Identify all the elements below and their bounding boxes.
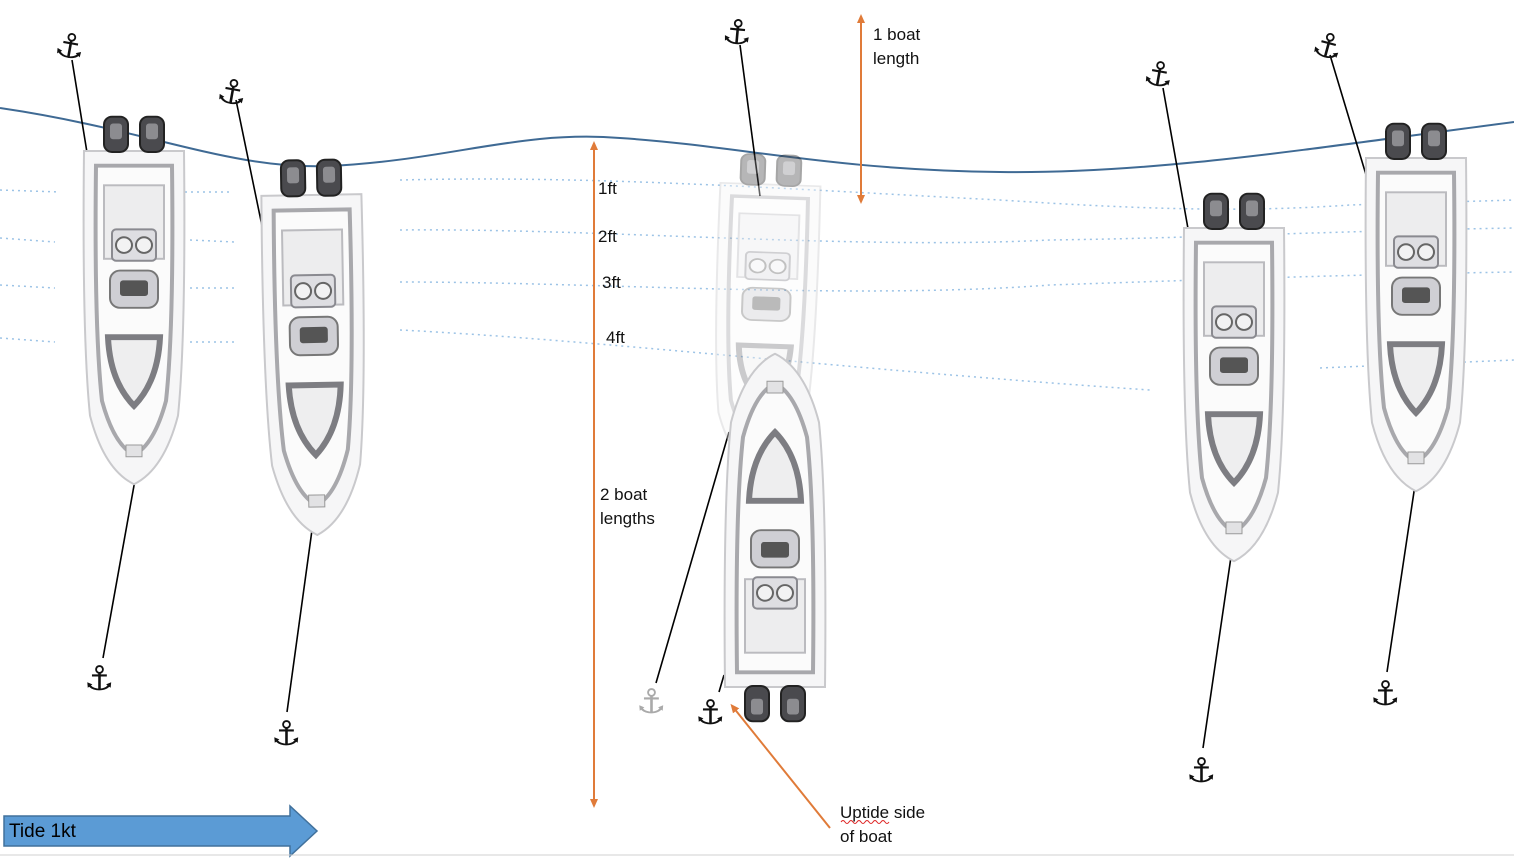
anchor-icon: ⚓ (1370, 674, 1400, 714)
anchor-icon: ⚓ (1186, 751, 1216, 791)
anchor-icon: ⚓ (271, 714, 301, 754)
depth-contours (0, 178, 1514, 391)
depth-label-2ft: 2ft (598, 227, 617, 246)
boat-4 (1184, 194, 1285, 562)
spellcheck-underline (840, 820, 890, 824)
ghost-anchor-icon: ⚓ (636, 682, 666, 722)
boat-5 (1366, 124, 1467, 492)
one-boat-length-label: 1 boat length (873, 25, 925, 68)
boat-1 (84, 117, 185, 485)
anchor-icon: ⚓ (51, 24, 88, 69)
boat-3 (725, 354, 826, 722)
depth-label-3ft: 3ft (602, 273, 621, 292)
two-boat-lengths-label: 2 boat lengths (600, 485, 655, 528)
anchor-icon: ⚓ (1140, 52, 1177, 97)
tide-label: Tide 1kt (9, 821, 77, 842)
tide-arrow: Tide 1kt (3, 804, 319, 858)
boat-2 (260, 159, 367, 536)
uptide-pointer-arrow (730, 703, 831, 829)
depth-label-1ft: 1ft (598, 179, 617, 198)
anchor-icon: ⚓ (84, 659, 114, 699)
uptide-label: Uptide side of boat (840, 803, 930, 846)
anchor-icon: ⚓ (720, 12, 754, 55)
anchor-icon: ⚓ (214, 70, 251, 115)
depth-label-4ft: 4ft (606, 328, 625, 347)
anchor-icon: ⚓ (1308, 23, 1348, 70)
anchor-icon: ⚓ (695, 693, 725, 733)
